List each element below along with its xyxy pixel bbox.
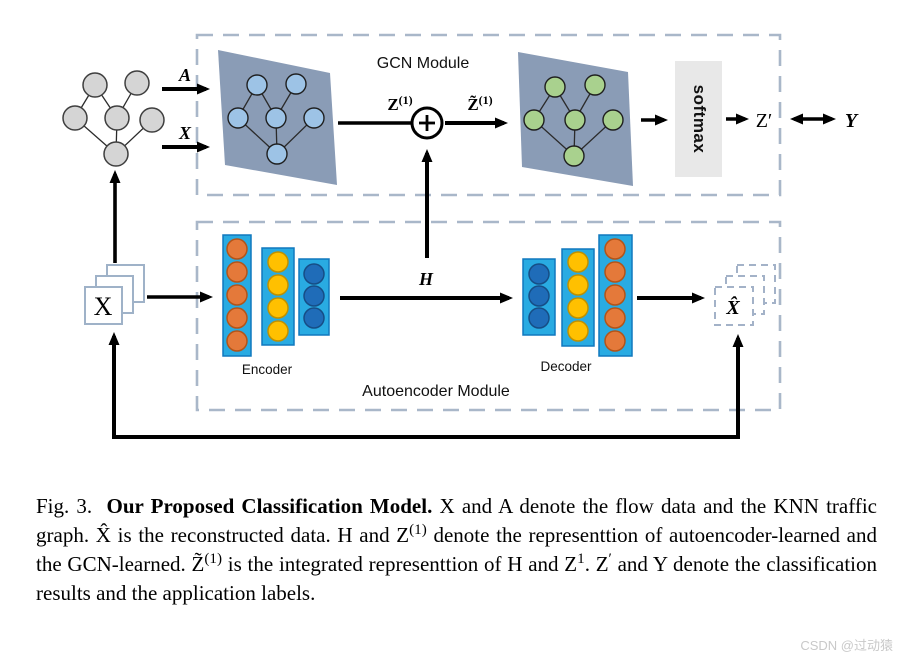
z1-sup: (1)	[399, 93, 413, 107]
a-label: A	[178, 65, 191, 85]
h-label: H	[418, 269, 434, 289]
neuron	[267, 251, 289, 273]
neuron	[604, 330, 626, 352]
caption-title: Our Proposed Classification Model.	[106, 494, 433, 518]
caption-segment: and Y denote the classification results …	[36, 552, 877, 605]
neuron	[226, 238, 248, 260]
caption-segment: is the integrated representtion of H and…	[222, 552, 578, 576]
caption-segment: . Z	[584, 552, 609, 576]
x-label: X	[178, 123, 192, 143]
graph-node	[266, 143, 288, 165]
graph-node	[544, 76, 566, 98]
graph-node	[563, 145, 585, 167]
gcn-layer-2	[518, 52, 633, 186]
graph-node	[523, 109, 545, 131]
neuron	[226, 330, 248, 352]
neuron	[528, 263, 550, 285]
graph-node	[602, 109, 624, 131]
plus-combiner	[410, 106, 444, 140]
z1-base: Z	[387, 95, 398, 114]
decoder: Decoder	[522, 234, 633, 374]
gcn-module-box	[195, 33, 782, 197]
figure-caption: Fig. 3. Our Proposed Classification Mode…	[36, 492, 877, 608]
graph-node	[246, 74, 268, 96]
neuron	[303, 307, 325, 329]
graph-node	[265, 107, 287, 129]
y-label: Y	[845, 110, 859, 132]
encoder-label: Encoder	[242, 362, 293, 377]
graph-node	[139, 107, 165, 133]
model-diagram: GCN Module Autoencoder Module X A X	[62, 33, 859, 439]
graph-node	[285, 73, 307, 95]
neuron	[604, 307, 626, 329]
graph-node	[103, 141, 129, 167]
z1-label: Z(1)	[387, 93, 412, 114]
knn-traffic-graph	[62, 70, 165, 167]
z-prime-label: Z′	[756, 110, 773, 132]
neuron	[226, 307, 248, 329]
neuron	[226, 284, 248, 306]
caption-segment: X and A denote the flow data and the KNN…	[36, 494, 877, 547]
stack-sheet-dashed	[714, 286, 754, 326]
caption-superscript: ′	[608, 551, 612, 567]
neuron	[267, 274, 289, 296]
graph-node	[564, 109, 586, 131]
neuron	[303, 285, 325, 307]
neuron	[567, 320, 589, 342]
neuron	[604, 238, 626, 260]
neuron	[604, 261, 626, 283]
softmax-box	[675, 61, 722, 177]
neuron	[567, 251, 589, 273]
caption-segment: denote the representtion of autoencoder-…	[36, 523, 878, 576]
graph-node	[62, 105, 88, 131]
gcn-layer-1	[218, 50, 337, 185]
csdn-watermark: CSDN @过动猿	[800, 638, 893, 653]
softmax-label: softmax	[690, 85, 709, 154]
neuron	[528, 307, 550, 329]
neuron	[303, 263, 325, 285]
graph-node	[303, 107, 325, 129]
neuron	[567, 297, 589, 319]
neuron	[267, 320, 289, 342]
x-input-label: X	[94, 292, 113, 321]
neuron	[528, 285, 550, 307]
graph-node	[227, 107, 249, 129]
caption-superscript: 1	[577, 551, 585, 567]
x-hat-label: X̂	[725, 295, 740, 319]
decoder-label: Decoder	[540, 359, 592, 374]
neuron	[267, 297, 289, 319]
ztilde-label: Z̃(1)	[467, 93, 492, 114]
gcn-module-label: GCN Module	[377, 55, 470, 72]
x-input-stack: X	[84, 264, 145, 325]
caption-superscript: (1)	[204, 551, 222, 567]
ztilde-base: Z̃	[467, 94, 478, 114]
autoencoder-module-label: Autoencoder Module	[362, 383, 510, 400]
caption-fig-number: Fig. 3.	[36, 494, 107, 518]
graph-node	[124, 70, 150, 96]
graph-node	[82, 72, 108, 98]
stack-sheet	[84, 286, 123, 325]
x-hat-stack: X̂	[714, 264, 776, 326]
graph-node	[584, 74, 606, 96]
graph-node	[104, 105, 130, 131]
neuron	[604, 284, 626, 306]
encoder: Encoder	[222, 234, 330, 377]
caption-superscript: (1)	[409, 522, 427, 538]
neuron	[226, 261, 248, 283]
ztilde-sup: (1)	[479, 93, 493, 107]
autoencoder-module-box	[195, 220, 782, 412]
neuron	[567, 274, 589, 296]
